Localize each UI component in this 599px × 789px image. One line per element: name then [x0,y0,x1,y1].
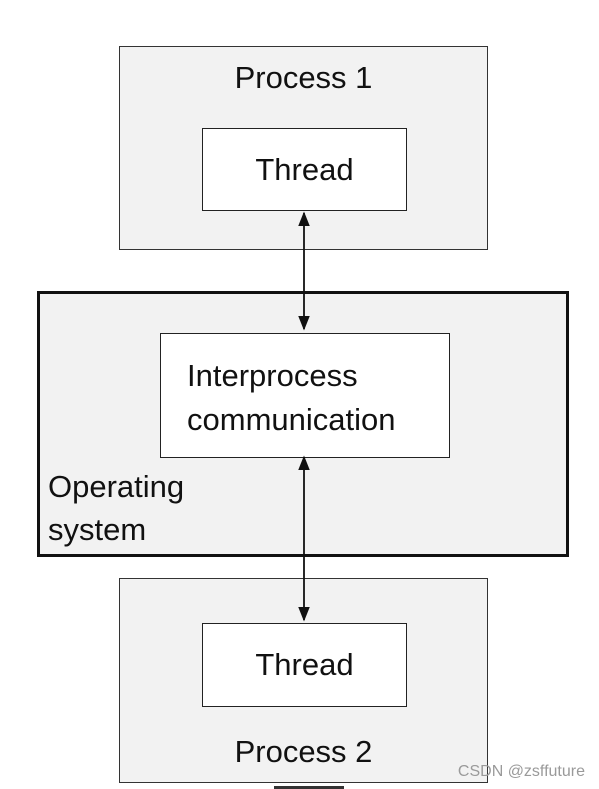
operating-system-box: Interprocess communication Operating sys… [37,291,569,557]
ipc-label-line-2: communication [187,402,396,437]
process-2-title: Process 2 [234,734,373,769]
ipc-box: Interprocess communication [160,333,450,458]
process-1-box: Process 1 Thread [119,46,488,250]
process-1-thread-label: Thread [255,151,354,187]
process-2-box: Thread Process 2 [119,578,488,783]
watermark-text: CSDN @zsffuture [457,763,585,780]
bottom-edge-bar [274,786,344,789]
operating-system-label: Operating system [48,466,184,552]
process-2-thread-box: Thread [202,623,407,707]
operating-system-label-line-2: system [48,511,147,547]
operating-system-label-line-1: Operating [48,469,185,504]
process-2-thread-label: Thread [255,647,354,682]
ipc-label-line-1: Interprocess [187,358,358,393]
process-1-title: Process 1 [234,60,373,95]
process-1-thread-box: Thread [202,128,407,211]
